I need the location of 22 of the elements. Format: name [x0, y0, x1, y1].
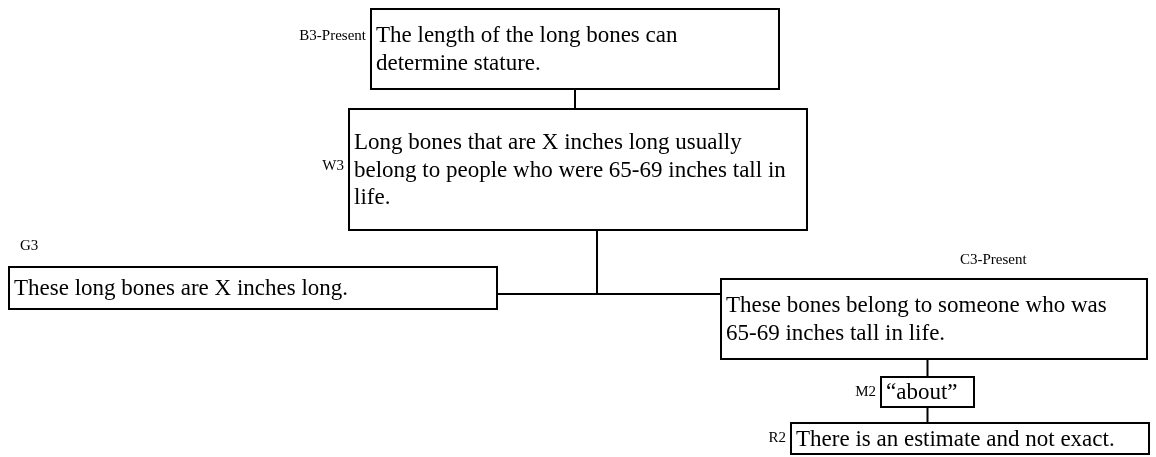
node-label: W3 [321, 156, 344, 174]
node-label: R2 [767, 428, 786, 446]
box-text: There is an estimate and not exact. [796, 424, 1116, 453]
node-label: M2 [854, 382, 876, 400]
node-label: G3 [20, 236, 40, 254]
connector-line [596, 230, 721, 295]
text-box [720, 278, 1148, 360]
text-box [880, 376, 975, 408]
text-box [348, 108, 808, 231]
box-text: These bones belong to someone who was 65-69 inches tall in life. [726, 291, 1108, 347]
text-box [790, 422, 1150, 455]
text-box [370, 8, 780, 90]
connector-line [926, 407, 929, 423]
box-text: These long bones are X inches long. [14, 274, 350, 302]
box-text: The length of the long bones can determine stature. [376, 21, 679, 77]
box-text: Long bones that are X inches long usually belong to people who were 65-69 inches tall in life. [354, 128, 787, 211]
text-box [8, 266, 498, 310]
box-text: “about” [886, 378, 959, 406]
node-label: B3-Present [298, 26, 366, 44]
connector-line [574, 89, 576, 109]
node-label: C3-Present [960, 250, 1028, 268]
connector-line [926, 359, 929, 377]
